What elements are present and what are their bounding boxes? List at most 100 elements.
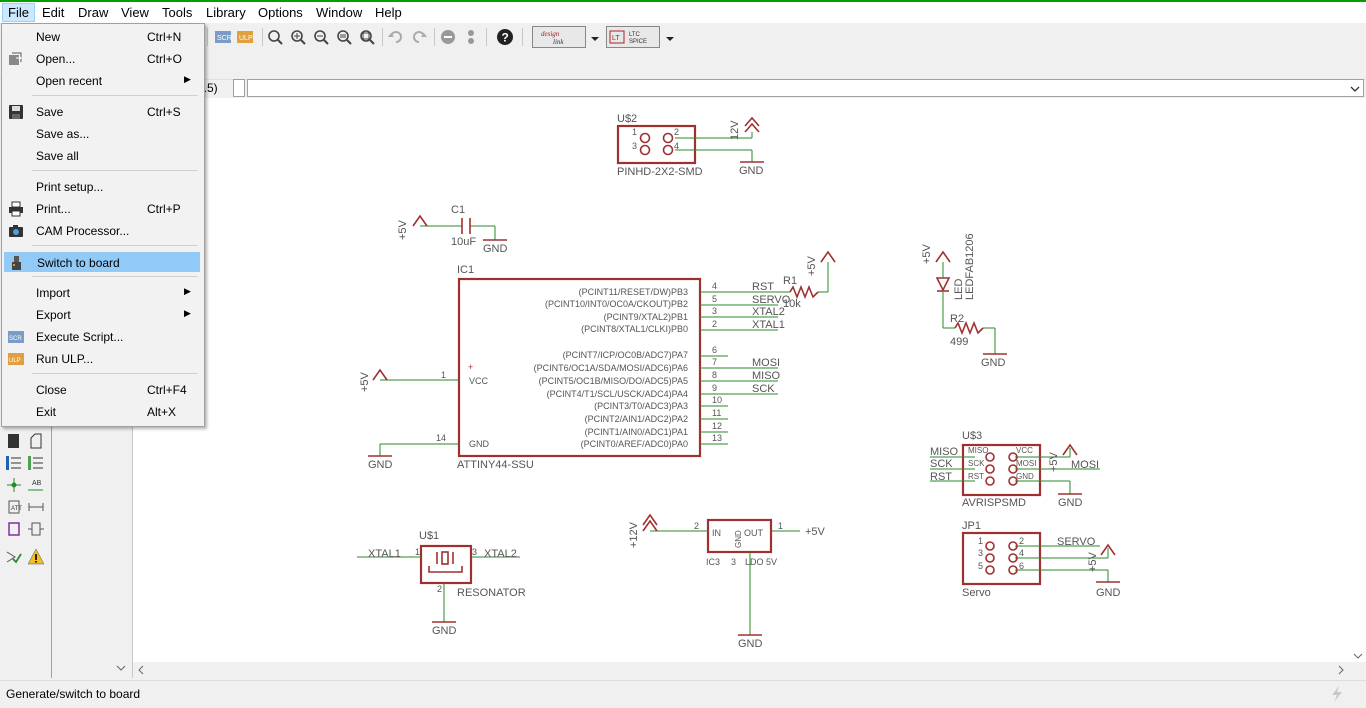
zoom-select-icon[interactable] bbox=[357, 27, 377, 47]
menu-item-run-ulp[interactable]: ULP Run ULP... bbox=[4, 349, 200, 369]
menu-item-import[interactable]: Import ▶ bbox=[4, 283, 200, 303]
status-text: Generate/switch to board bbox=[6, 687, 141, 701]
u3-body bbox=[961, 443, 1042, 497]
pin-swap-icon[interactable] bbox=[27, 520, 45, 538]
horizontal-scrollbar[interactable] bbox=[133, 653, 1366, 678]
u1-pin: 1 bbox=[415, 547, 420, 557]
lightning-icon bbox=[1332, 686, 1342, 702]
svg-text:+: + bbox=[468, 362, 473, 372]
go-icon[interactable] bbox=[461, 27, 481, 47]
menu-item-cam-processor[interactable]: CAM Processor... bbox=[4, 221, 200, 241]
ic3-gnd: GND bbox=[738, 638, 763, 650]
menu-window[interactable]: Window bbox=[316, 5, 363, 20]
menu-item-shortcut: Ctrl+O bbox=[147, 52, 183, 66]
u2-value: PINHD-2X2-SMD bbox=[617, 166, 703, 178]
menu-library[interactable]: Library bbox=[206, 5, 246, 20]
menu-item-new[interactable]: New Ctrl+N bbox=[4, 27, 200, 47]
ic3-pin: 1 bbox=[778, 521, 783, 531]
warning-icon[interactable] bbox=[27, 548, 45, 566]
menu-separator bbox=[32, 95, 198, 96]
menu-item-print-setup[interactable]: Print setup... bbox=[4, 177, 200, 197]
grid-indicator bbox=[233, 79, 245, 97]
menu-draw[interactable]: Draw bbox=[78, 5, 109, 20]
command-input[interactable] bbox=[247, 79, 1364, 97]
jp1-pin: 6 bbox=[1019, 561, 1024, 571]
ic1-pin-num: 11 bbox=[712, 408, 721, 418]
zoom-in-icon[interactable] bbox=[288, 27, 308, 47]
svg-text:ULP: ULP bbox=[239, 35, 253, 42]
gate-swap-icon[interactable] bbox=[5, 520, 23, 538]
ic1-pin-name: (PCINT11/RESET/DW)PB3 bbox=[579, 287, 688, 297]
menu-item-exit[interactable]: Exit Alt+X bbox=[4, 402, 200, 422]
menu-item-save-all[interactable]: Save all bbox=[4, 146, 200, 166]
zoom-out-icon[interactable] bbox=[311, 27, 331, 47]
zoom-fit-icon[interactable] bbox=[265, 27, 285, 47]
menu-item-print[interactable]: Print... Ctrl+P bbox=[4, 199, 200, 219]
help-icon[interactable]: ? bbox=[495, 27, 515, 47]
note-tool-icon[interactable] bbox=[27, 432, 45, 450]
led-value: LEDFAB1206 bbox=[964, 233, 976, 300]
menu-options[interactable]: Options bbox=[258, 5, 303, 20]
ic1-pin-num: 8 bbox=[712, 370, 717, 380]
menu-item-switch-to-board[interactable]: Switch to board bbox=[4, 252, 200, 272]
undo-icon[interactable] bbox=[386, 27, 406, 47]
menu-help[interactable]: Help bbox=[375, 5, 402, 20]
ic1-pin-num: 13 bbox=[712, 433, 722, 443]
menu-item-open-recent[interactable]: Open recent ▶ bbox=[4, 71, 200, 91]
menu-item-label: New bbox=[36, 30, 61, 44]
schematic-canvas[interactable]: U$2 PINHD-2X2-SMD GND C1 10uF GND IC1 AT… bbox=[133, 98, 1366, 662]
attribute-tool-icon[interactable]: ATT bbox=[5, 498, 23, 516]
menu-view[interactable]: View bbox=[121, 5, 149, 20]
ic1-supply: +5V bbox=[359, 371, 371, 392]
r1-name: R1 bbox=[783, 275, 797, 287]
scroll-down-arrow[interactable] bbox=[116, 664, 126, 672]
scroll-down-arrow[interactable] bbox=[1353, 652, 1363, 660]
chevron-down-icon[interactable] bbox=[1350, 85, 1360, 93]
menu-item-execute-script[interactable]: SCR Execute Script... bbox=[4, 327, 200, 347]
menu-item-close[interactable]: Close Ctrl+F4 bbox=[4, 380, 200, 400]
jp1-pin: 3 bbox=[978, 548, 983, 558]
dimension-tool-icon[interactable] bbox=[27, 498, 45, 516]
menu-item-export[interactable]: Export ▶ bbox=[4, 305, 200, 325]
erc-icon[interactable] bbox=[5, 548, 23, 566]
menu-item-label: Open... bbox=[36, 52, 76, 66]
frame-tool-icon[interactable] bbox=[5, 432, 23, 450]
jp1-pin: 5 bbox=[978, 561, 983, 571]
net-tool-icon[interactable] bbox=[27, 454, 45, 472]
led-name: LED bbox=[953, 279, 965, 300]
menu-file[interactable]: File bbox=[2, 3, 35, 22]
redo-icon[interactable] bbox=[409, 27, 429, 47]
net-label: MOSI bbox=[1071, 459, 1099, 471]
chevron-down-icon[interactable] bbox=[665, 32, 675, 46]
c1-name: C1 bbox=[451, 204, 465, 216]
u1-value: RESONATOR bbox=[457, 587, 526, 599]
menu-edit[interactable]: Edit bbox=[42, 5, 65, 20]
junction-tool-icon[interactable] bbox=[5, 476, 23, 494]
script-icon[interactable]: SCR bbox=[213, 27, 233, 47]
menu-item-shortcut: Ctrl+S bbox=[147, 105, 181, 119]
svg-text:design: design bbox=[541, 30, 560, 38]
label-tool-icon[interactable]: AB bbox=[27, 476, 45, 494]
menu-tools[interactable]: Tools bbox=[162, 5, 193, 20]
scroll-left-arrow[interactable] bbox=[137, 665, 145, 675]
menu-item-shortcut: Alt+X bbox=[147, 405, 177, 419]
ulp-icon[interactable]: ULP bbox=[235, 27, 255, 47]
bus-tool-icon[interactable] bbox=[5, 454, 23, 472]
stop-icon[interactable] bbox=[438, 27, 458, 47]
zoom-redraw-icon[interactable] bbox=[334, 27, 354, 47]
scroll-right-arrow[interactable] bbox=[1337, 665, 1345, 675]
u2-pin: 1 bbox=[632, 127, 637, 137]
menu-item-save-as[interactable]: Save as... bbox=[4, 124, 200, 144]
chevron-down-icon[interactable] bbox=[590, 32, 600, 46]
svg-text:ULP: ULP bbox=[9, 358, 21, 364]
u3-name: U$3 bbox=[962, 430, 982, 442]
net-label: RST bbox=[930, 471, 952, 483]
ic3-out-label: OUT bbox=[744, 528, 764, 538]
menu-item-open[interactable]: Open... Ctrl+O bbox=[4, 49, 200, 69]
ic1-pin-name: (PCINT8/XTAL1/CLKI)PB0 bbox=[581, 324, 688, 334]
menu-item-save[interactable]: Save Ctrl+S bbox=[4, 102, 200, 122]
ic1-vcc-label: VCC bbox=[469, 376, 489, 386]
jp1-pin: 2 bbox=[1019, 536, 1024, 546]
